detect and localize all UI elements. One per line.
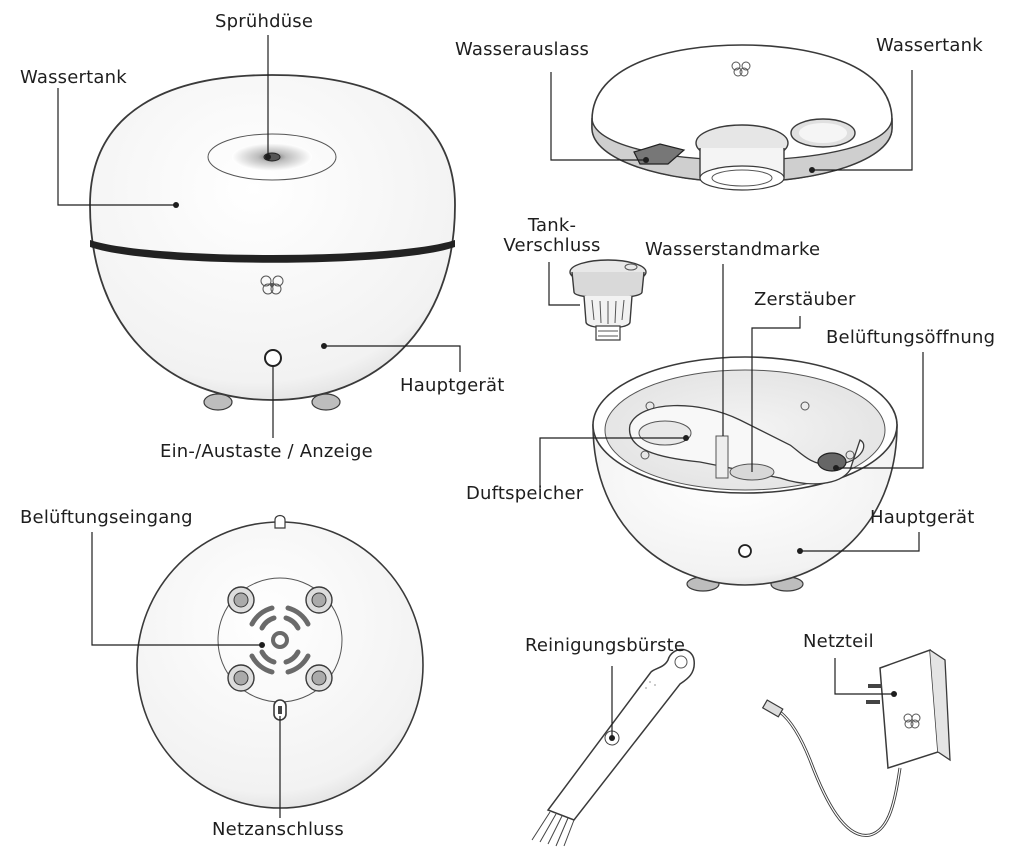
label-reinigungsbuerste: Reinigungsbürste: [525, 636, 685, 656]
front-view-diffuser: [90, 75, 455, 410]
label-belueftungseingang: Belüftungseingang: [20, 508, 193, 528]
water-level-mark: [716, 436, 728, 478]
power-button-icon: [265, 350, 281, 366]
foot-right: [312, 394, 340, 410]
power-adapter: [763, 650, 950, 835]
tank-cap: [570, 260, 646, 340]
label-wasserstandmarke: Wasserstandmarke: [645, 240, 820, 260]
label-zerstaeuber: Zerstäuber: [754, 290, 856, 310]
brush-handle: [548, 650, 694, 821]
dc-plug: [763, 700, 783, 717]
cleaning-brush: [532, 650, 694, 847]
adapter-plug-pin-2: [866, 700, 880, 704]
label-belueftungsoeffnung: Belüftungsöffnung: [826, 328, 995, 348]
label-wassertank-left: Wassertank: [20, 68, 127, 88]
label-duftspeicher: Duftspeicher: [466, 484, 583, 504]
adapter-plug-pin-1: [868, 684, 882, 688]
label-ein-austaste: Ein-/Austaste / Anzeige: [160, 442, 373, 462]
water-tank-bottom-view: [592, 45, 892, 190]
label-tank-verschluss-line2: Verschluss: [497, 236, 607, 256]
label-hauptgeraet-left: Hauptgerät: [400, 376, 504, 396]
main-unit-open-bowl: [593, 357, 897, 591]
foot-left: [204, 394, 232, 410]
label-wasserauslass: Wasserauslass: [455, 40, 589, 60]
label-wassertank-right: Wassertank: [876, 36, 983, 56]
label-netzanschluss: Netzanschluss: [212, 820, 344, 840]
label-tank-verschluss-line1: Tank-: [497, 216, 607, 236]
label-hauptgeraet-right: Hauptgerät: [870, 508, 974, 528]
label-tank-verschluss: Tank- Verschluss: [497, 216, 607, 256]
label-spruehduese: Sprühdüse: [215, 12, 313, 32]
adapter-body: [880, 650, 938, 768]
adapter-cable: [780, 712, 900, 835]
scent-reservoir: [639, 421, 691, 445]
label-netzteil: Netzteil: [803, 632, 874, 652]
